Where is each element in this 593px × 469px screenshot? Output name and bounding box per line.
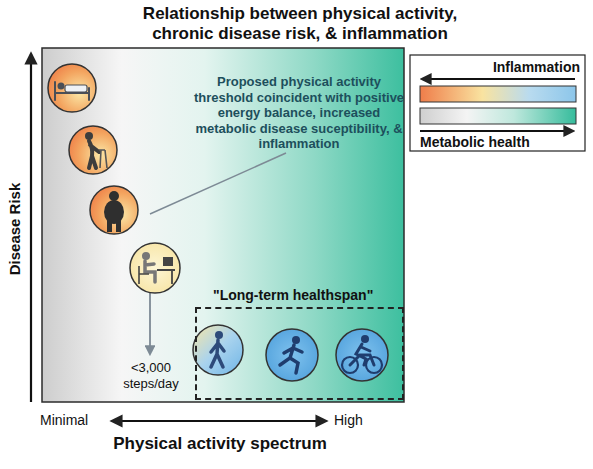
- figure-title: Relationship between physical activity, …: [110, 4, 490, 45]
- group-heading: "Long-term healthspan": [213, 287, 404, 303]
- sedentary-person-icon: [90, 186, 138, 234]
- legend-inflammation: Inflammation: [470, 59, 580, 76]
- desk-sitter-icon: [130, 243, 180, 293]
- leader-line: [150, 153, 286, 214]
- steps-threshold: <3,000 steps/day: [115, 360, 187, 391]
- inflammation-bar: [420, 86, 576, 102]
- x-axis-min: Minimal: [40, 412, 106, 429]
- x-axis-title: Physical activity spectrum: [70, 434, 370, 454]
- walker-icon: [69, 126, 117, 174]
- cycling-icon: [336, 329, 388, 381]
- x-axis-arrow: [112, 420, 326, 422]
- legend-arrow-right: [420, 130, 573, 132]
- dashed-outline: [195, 307, 404, 400]
- legend-arrow-left: [422, 78, 575, 80]
- running-icon: [266, 329, 318, 381]
- legend-metabolic-health: Metabolic health: [420, 134, 570, 151]
- legend-box: [410, 55, 585, 151]
- threshold-note: Proposed physical activity threshold coi…: [192, 74, 406, 152]
- y-axis-label: Disease Risk: [6, 174, 24, 284]
- bedridden-icon: [48, 64, 96, 112]
- y-axis-arrow: [30, 54, 32, 402]
- healthspan-group: "Long-term healthspan": [195, 287, 404, 400]
- x-axis-max: High: [334, 412, 384, 429]
- threshold-arrow: [149, 292, 151, 354]
- walking-icon: [193, 325, 243, 375]
- metabolic-bar: [420, 108, 576, 124]
